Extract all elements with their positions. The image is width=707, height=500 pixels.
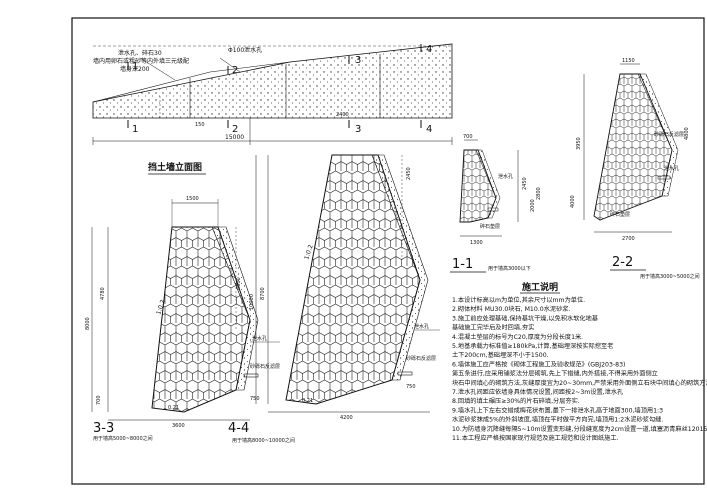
w11-label-drain: 泄水孔 xyxy=(498,173,513,180)
w44-section-label: 4-4 xyxy=(228,421,249,436)
w44-height-total: 10000 xyxy=(249,294,255,310)
w44-height-a: 8700 xyxy=(260,287,266,300)
w33-caption: 用于墙高5000~8000之间 xyxy=(93,435,153,442)
note-line: 基础施工完毕后及时回填,夯实 xyxy=(452,324,534,332)
strip-dim-2400: 2400 xyxy=(336,112,349,118)
w11-caption: 用于墙高3000以下 xyxy=(488,265,531,272)
w22-height-b: 4000 xyxy=(570,195,576,208)
w22-section-label: 2-2 xyxy=(612,255,633,270)
note-line: 第五条进行,应采用铺浆法分层砌筑,先上下错缝,内外搭接,不得采用外面侧立 xyxy=(452,370,658,378)
elevation-title: 挡土墙立面图 xyxy=(148,161,202,173)
note-line: 1.本设计标高以m为单位,其余尺寸以mm为单位. xyxy=(452,296,585,304)
w33-height-b: 4000 xyxy=(236,277,242,290)
note-line: 9.墙水孔上下左右交错成梅花状布置,最下一排泄水孔高于地面300,墙顶用1:3 xyxy=(452,406,663,414)
w33-height-a: 4780 xyxy=(100,287,106,300)
w33-bottom-width: 3600 xyxy=(172,423,185,429)
w11-height-c: 2800 xyxy=(536,187,542,200)
w22-label-filter: 砂砾石反滤层 xyxy=(654,131,684,138)
mark-4-bottom: 4 xyxy=(426,124,432,135)
mark-4-top: 4 xyxy=(426,44,432,55)
note-line: 6.墙体施工应严格按《砌体工程施工及验收规范》(GBJ203-83) xyxy=(452,360,625,368)
note-line: 8.回填的填土碾压≥30%的片石碎填,分层夯实. xyxy=(452,397,580,405)
wall-section-1-1: 700 2450 2000 2800 1300 泄水孔 碎石垫层 1-1 用于墙… xyxy=(450,134,542,273)
w11-section-label: 1-1 xyxy=(452,257,473,272)
note-line: 块石中间填心的砌筑方法,灰缝厚度宜为20~30mm,严禁采用外面侧立石块中间填心… xyxy=(452,379,707,387)
w33-top-width: 1500 xyxy=(186,196,199,202)
w44-base-slope: 0.21 xyxy=(302,398,313,404)
strip-dim-150: 150 xyxy=(195,122,205,128)
w44-bottom-width: 4200 xyxy=(340,415,353,421)
w44-label-filter: 砂砾石反滤层 xyxy=(406,355,436,362)
w44-label-drain: 泄水孔 xyxy=(414,323,429,330)
wall-section-4-4: 8700 2450 10000 1:0.2 0.21 4200 750 泄水孔 … xyxy=(228,154,440,444)
w11-top-width: 700 xyxy=(463,134,473,140)
strip-dim-15000: 15000 xyxy=(225,134,244,141)
w11-height-a: 2450 xyxy=(522,177,528,190)
note-line: 2.砌体材料 MU30.0块石, M10.0水泥砂浆. xyxy=(452,305,570,313)
w44-slope: 1:0.2 xyxy=(303,244,314,261)
note-line: 水泥砂浆抹成5%的外斜坡度,墙顶在平时做平方向完,墙顶用1:2水泥砂浆勾缝. xyxy=(452,416,663,424)
w33-label-drain: 泄水孔 xyxy=(252,335,267,342)
w33-height-total: 8000 xyxy=(85,317,91,330)
w44-base-dim-b: 750 xyxy=(406,384,416,390)
w44-height-b: 2450 xyxy=(406,167,412,180)
w22-height-total: 4800 xyxy=(684,127,690,140)
w33-slope: 1:0.2 xyxy=(155,299,166,316)
mark-2-top: 2 xyxy=(232,65,238,76)
note-line: 11.本工程应严格按国家现行规范及施工规范和设计图纸施工. xyxy=(452,434,619,442)
w33-base-slope: 0.21 xyxy=(168,405,179,411)
top-strip: 泄水孔、碎石30 墙内用卵石或粗砂等内外填三元级配 墙身深200 Φ100泄水孔… xyxy=(92,43,453,145)
mark-3-bottom: 3 xyxy=(355,124,361,135)
note-line: 10.为防墙身沉降缝每隔5~10m设置变形缝,分段缝宽度为2cm设置一道,填塞沥… xyxy=(452,425,707,433)
w33-section-label: 3-3 xyxy=(93,421,114,436)
strip-label-drain: Φ100泄水孔 xyxy=(228,46,262,54)
w22-label-bed: 碎石垫层 xyxy=(610,211,630,218)
w22-bottom-width: 2700 xyxy=(622,236,635,242)
mark-3-top: 3 xyxy=(355,55,361,66)
strip-label-depth: 墙身深200 xyxy=(120,65,150,73)
w33-label-filter: 砂砾石反滤层 xyxy=(250,363,280,370)
w33-base-dim-b: 750 xyxy=(250,396,260,402)
w22-caption: 用于墙高3000~5000之间 xyxy=(640,273,700,280)
w22-height-a: 3950 xyxy=(576,137,582,150)
mark-2-bottom: 2 xyxy=(232,124,238,135)
mark-1-bottom: 1 xyxy=(132,124,138,135)
note-line: 5.地基承载力标准值≥180kPa,计算,基础埋深按实际挖至老 xyxy=(452,342,613,350)
note-line: 4.混凝土垫层的标号为C20,厚度为分段长度1米. xyxy=(452,333,583,341)
note-line: 3.施工前应处理基础,保持基坑干燥,以免积水软化地基 xyxy=(452,314,598,322)
wall-section-2-2: 1150 3950 4000 4800 砂砾石反滤层 泄水孔 碎石垫层 2700… xyxy=(570,58,700,280)
drawing-frame xyxy=(71,17,705,485)
w22-top-width: 1150 xyxy=(622,58,635,64)
w11-height-b: 2000 xyxy=(530,199,536,212)
strip-label-fill: 墙内用卵石或粗砂等内外填三元级配 xyxy=(93,57,189,65)
strip-label-gravel: 泄水孔、碎石30 xyxy=(118,49,162,57)
w22-label-drain: 泄水孔 xyxy=(664,165,679,172)
w11-label-bed: 碎石垫层 xyxy=(480,223,500,230)
wall-section-3-3: 1500 4780 4000 8000 1:0.2 0.21 700 750 3… xyxy=(85,196,280,442)
w11-bottom-width: 1300 xyxy=(470,240,483,246)
construction-notes: 施工说明 1.本设计标高以m为单位,其余尺寸以mm为单位.2.砌体材料 MU30… xyxy=(452,281,707,442)
note-line: 土下200cm,基础埋深不小于1500. xyxy=(452,351,549,359)
w44-caption: 用于墙高8000~10000之间 xyxy=(232,437,295,444)
w33-base-dim-a: 700 xyxy=(96,395,102,405)
notes-title: 施工说明 xyxy=(522,281,558,293)
note-line: 7.泄水孔间距应依墙身具体情况设置,间距按2~3m设置,泄水孔 xyxy=(452,388,623,396)
mark-1-top: 1 xyxy=(132,61,138,72)
